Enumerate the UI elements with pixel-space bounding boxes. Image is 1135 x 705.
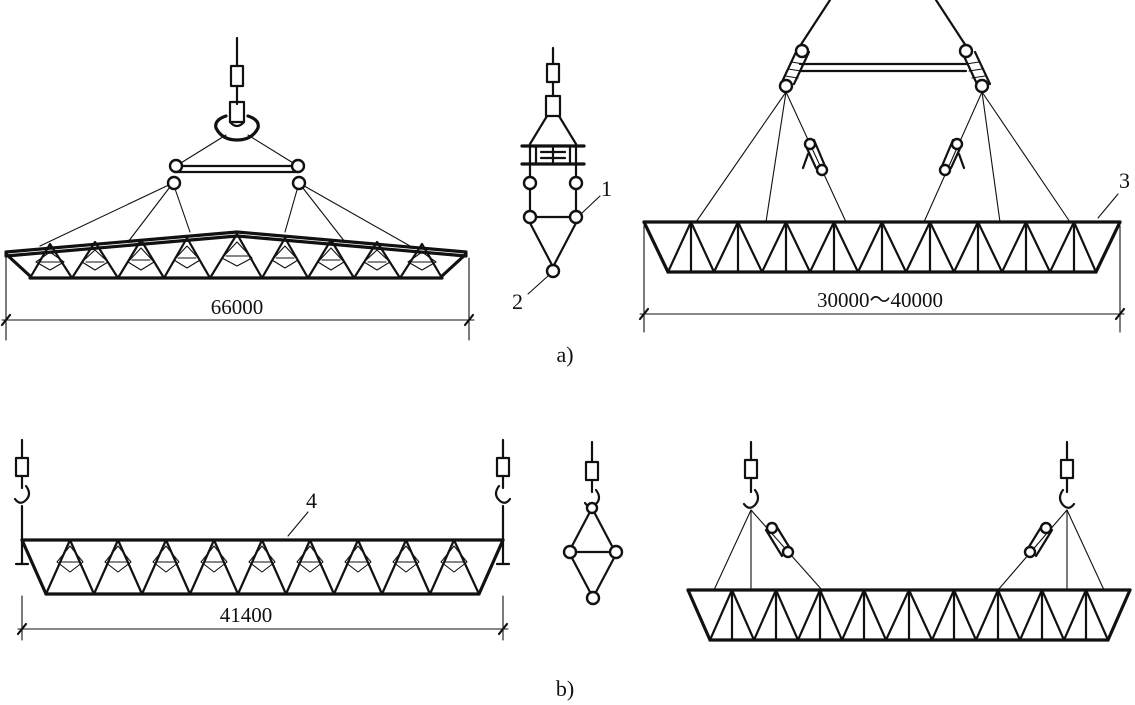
- pulley-node: [958, 43, 974, 59]
- pulley-node: [585, 501, 599, 515]
- pulley-node: [166, 175, 182, 191]
- hook-icon: [494, 438, 512, 566]
- truss-30000-40000: [642, 220, 1122, 274]
- row-a-rigging-detail: 1 2: [512, 46, 612, 314]
- pulley-node: [290, 158, 306, 174]
- callout-4: 4: [306, 488, 317, 513]
- hook-icon: [13, 438, 31, 566]
- pulley-node: [522, 175, 538, 191]
- snatch-block-icon: [938, 137, 966, 177]
- hook-icon: [742, 440, 760, 509]
- row-a-right-assembly: 3 30000～40000: [638, 0, 1130, 333]
- slings: [39, 182, 411, 247]
- spreader-beam: [779, 50, 992, 86]
- caption-b: b): [556, 676, 574, 701]
- pulley-node: [568, 175, 584, 191]
- pulley-node: [291, 175, 307, 191]
- row-b-left-assembly: 4 41400: [13, 438, 512, 641]
- pulley-node: [568, 209, 584, 225]
- hook-icon: [1058, 440, 1076, 509]
- callout-3: 3: [1119, 168, 1130, 193]
- truss-66000: [4, 230, 468, 280]
- slings: [695, 91, 1071, 223]
- span-label: 30000～40000: [817, 288, 943, 312]
- callout-2: 2: [512, 289, 523, 314]
- spreader-beam: [174, 134, 300, 174]
- pulley-node: [522, 209, 538, 225]
- clamp-icon: [520, 144, 586, 166]
- row-a-left-assembly: 66000: [0, 36, 475, 341]
- span-label: 66000: [211, 295, 264, 319]
- pulley-node: [545, 263, 561, 279]
- dimension-line-30000-40000: [638, 225, 1126, 333]
- caption-a: a): [556, 342, 573, 367]
- pulley-node: [974, 78, 990, 94]
- slings: [713, 509, 1105, 591]
- hoist-hook-icon: [214, 36, 260, 142]
- dimension-line-66000: [0, 257, 475, 341]
- snatch-block-icon: [801, 137, 829, 177]
- pulley-node: [585, 590, 601, 606]
- span-label: 41400: [220, 603, 273, 627]
- pulley-node: [562, 544, 578, 560]
- snatch-block-icon: [764, 521, 795, 559]
- snatch-block-icon: [1023, 521, 1054, 559]
- pulley-node: [794, 43, 810, 59]
- pulley-node: [168, 158, 184, 174]
- callout-1: 1: [601, 176, 612, 201]
- truss-41400: [20, 538, 505, 596]
- truss-b-right: [686, 588, 1132, 642]
- dimension-line-41400: [16, 595, 509, 641]
- pulley-node: [608, 544, 624, 560]
- row-b-rigging-detail: [562, 440, 624, 606]
- pulley-node: [778, 78, 794, 94]
- row-b-right-assembly: [686, 440, 1132, 642]
